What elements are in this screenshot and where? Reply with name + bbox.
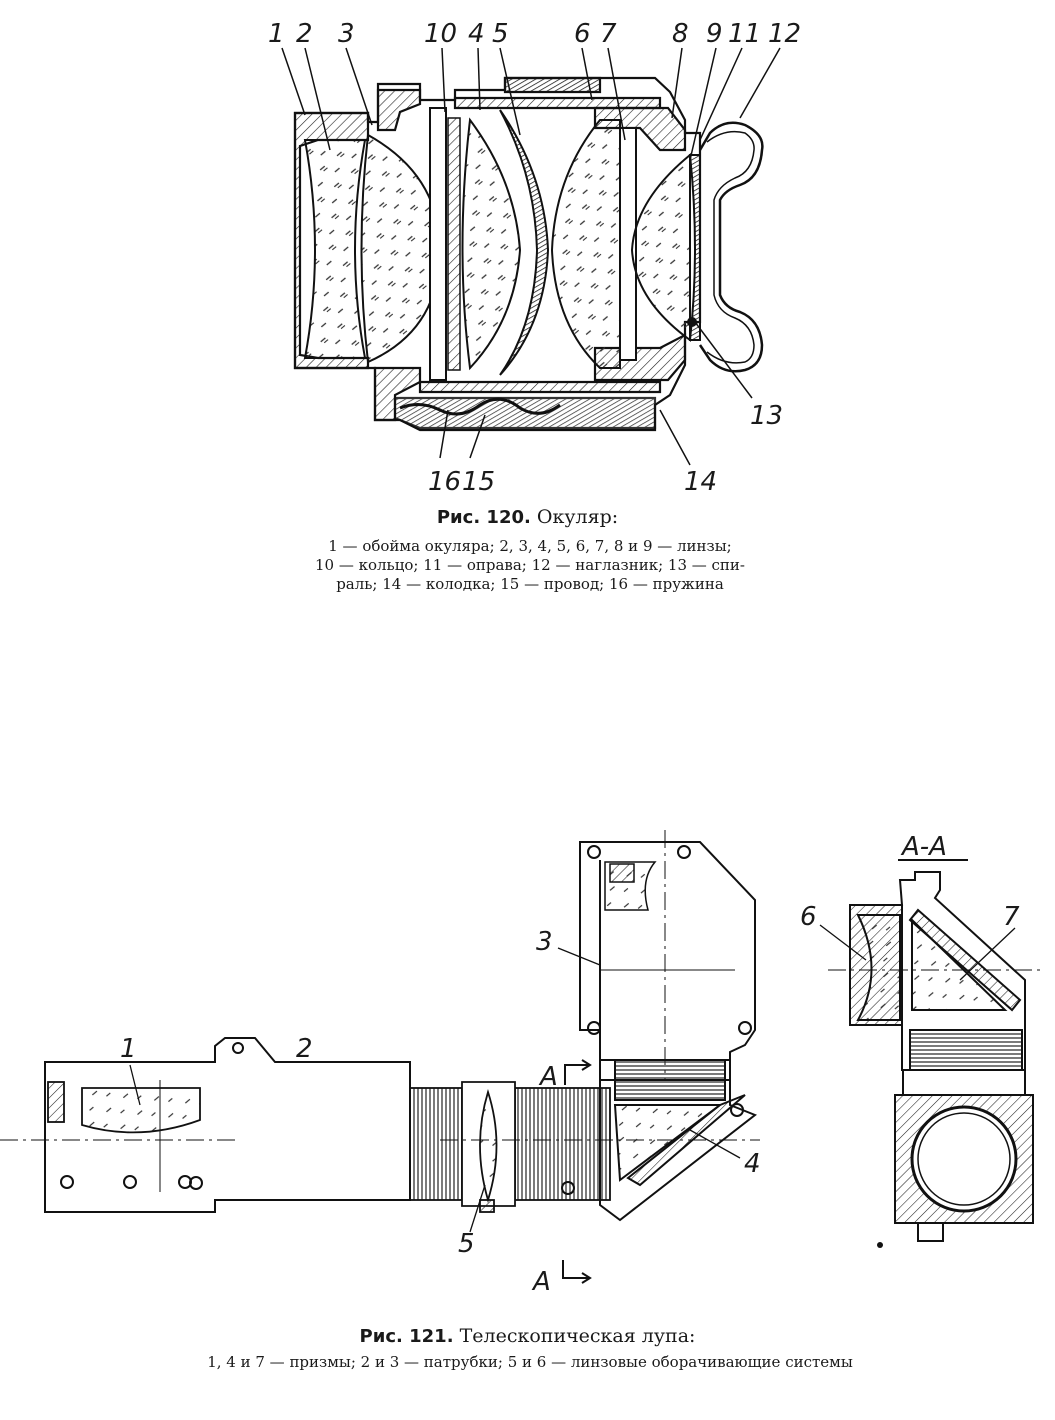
eyepiece-drawing: 1 2 3 10 4 5 6 7 8 9 11 12 13 14 15 16 bbox=[268, 19, 801, 497]
svg-text:16: 16 bbox=[428, 467, 461, 497]
svg-text:3: 3 bbox=[338, 19, 355, 49]
leader-lines-121 bbox=[129, 924, 1016, 1233]
svg-text:4: 4 bbox=[468, 19, 485, 49]
prism-4 bbox=[613, 1104, 723, 1182]
figure-121-telescopic-magnifier: 1 2 3 4 5 6 7 A A A-A Рис. 121. Телескоп… bbox=[0, 820, 1055, 1380]
figure-121-caption-title: Рис. 121. Телескопическая лупа: bbox=[359, 1325, 696, 1347]
part-numbers: 1 2 3 10 4 5 6 7 8 9 11 12 13 14 15 16 bbox=[268, 19, 801, 497]
svg-text:A: A bbox=[538, 1062, 558, 1092]
tube-2-bolts bbox=[60, 1042, 244, 1190]
elbow-housing bbox=[561, 1059, 757, 1222]
svg-text:14: 14 bbox=[684, 467, 717, 497]
svg-text:7: 7 bbox=[1003, 902, 1020, 932]
svg-text:1: 1 bbox=[120, 1034, 137, 1064]
svg-text:7: 7 bbox=[600, 19, 617, 49]
spring-16 bbox=[399, 397, 561, 416]
svg-text:6: 6 bbox=[574, 19, 591, 49]
section-a-a bbox=[828, 871, 1040, 1242]
svg-text:11: 11 bbox=[728, 19, 761, 49]
tube-3 bbox=[579, 830, 756, 1081]
svg-text:A: A bbox=[531, 1267, 551, 1297]
svg-text:5: 5 bbox=[458, 1229, 475, 1259]
figure-120-caption-text: 1 — обойма окуляра; 2, 3, 4, 5, 6, 7, 8 … bbox=[315, 537, 745, 593]
magnifier-drawing: 1 2 3 4 5 6 7 A A A-A bbox=[0, 830, 1040, 1297]
svg-text:12: 12 bbox=[768, 19, 801, 49]
svg-text:6: 6 bbox=[800, 902, 817, 932]
eyepiece-lenses bbox=[303, 107, 701, 381]
spiral-13 bbox=[687, 317, 697, 327]
leader-lines bbox=[281, 47, 781, 466]
svg-text:10: 10 bbox=[424, 19, 457, 49]
lens-4 bbox=[461, 117, 522, 371]
lens-8 bbox=[630, 152, 691, 342]
lens-5 bbox=[499, 109, 550, 376]
prism-1 bbox=[47, 1081, 201, 1134]
lens-7 bbox=[619, 127, 637, 361]
ring-10 bbox=[429, 107, 447, 381]
figure-120-eyepiece: 1 2 3 10 4 5 6 7 8 9 11 12 13 14 15 16 Р… bbox=[0, 0, 1055, 600]
eyecup-12 bbox=[698, 121, 764, 373]
lens-2 bbox=[303, 139, 367, 359]
svg-text:1: 1 bbox=[268, 19, 285, 49]
figure-120-caption-title: Рис. 120. Окуляр: bbox=[436, 506, 619, 528]
svg-text:13: 13 bbox=[750, 401, 783, 431]
part-numbers-121: 1 2 3 4 5 6 7 A A A-A bbox=[120, 832, 1020, 1297]
svg-text:3: 3 bbox=[536, 927, 553, 957]
svg-text:9: 9 bbox=[706, 19, 723, 49]
lens-6 bbox=[550, 119, 621, 369]
svg-text:2: 2 bbox=[296, 19, 313, 49]
figure-121-caption-text: 1, 4 и 7 — призмы; 2 и 3 — патрубки; 5 и… bbox=[207, 1353, 853, 1371]
svg-text:5: 5 bbox=[492, 19, 509, 49]
coupling bbox=[409, 1081, 611, 1213]
svg-text:4: 4 bbox=[744, 1149, 761, 1179]
svg-text:2: 2 bbox=[296, 1034, 313, 1064]
svg-text:15: 15 bbox=[462, 467, 495, 497]
svg-text:A-A: A-A bbox=[900, 832, 947, 862]
svg-text:8: 8 bbox=[672, 19, 689, 49]
section-marks bbox=[562, 859, 968, 1284]
lens-3 bbox=[360, 133, 442, 364]
lens-9 bbox=[688, 154, 701, 341]
